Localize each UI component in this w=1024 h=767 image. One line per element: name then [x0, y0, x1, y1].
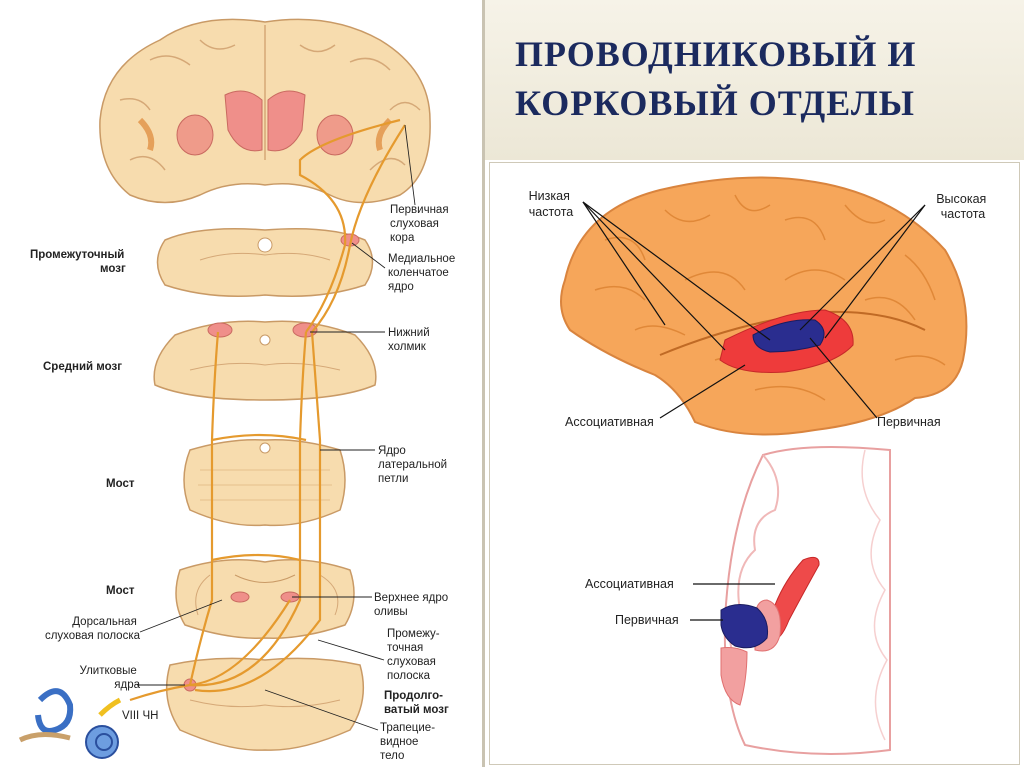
midbrain-slice: [153, 320, 377, 401]
auditory-pathway-panel: Промежуточный мозг Средний мозг Мост Мос…: [0, 0, 482, 767]
level-pons-lower-label: Мост: [106, 585, 135, 597]
title-box: ПРОВОДНИКОВЫЙ И КОРКОВЫЙ ОТДЕЛЫ: [485, 0, 1024, 160]
lateral-brain: [560, 176, 968, 436]
intermediate-stria-label: Промежу- точная слуховая полоска: [387, 628, 443, 682]
upper-pons-slice: [183, 438, 346, 527]
lower-pons-slice: [175, 559, 355, 639]
medulla-slice: [165, 657, 365, 751]
mgn-label: Медиальное коленчатое ядро: [388, 253, 458, 293]
superior-olive-label: Верхнее ядро оливы: [374, 592, 451, 618]
slide-title-line-2: КОРКОВЫЙ ОТДЕЛЫ: [515, 83, 915, 123]
level-diencephalon-label-2: мозг: [100, 263, 126, 275]
lateral-lemniscus-label: Ядро латеральной петли: [378, 445, 450, 485]
panel-divider: [482, 0, 485, 767]
cortex-pointer-lines: [582, 201, 926, 419]
level-midbrain-label: Средний мозг: [43, 361, 122, 373]
primary-area-label-2: Первичная: [615, 613, 679, 627]
associative-area-label-2: Ассоциативная: [585, 577, 674, 591]
primary-area-label: Первичная: [877, 415, 941, 429]
level-medulla-label-2: ватый мозг: [384, 704, 449, 716]
high-frequency-label: Высокая частота: [936, 192, 990, 221]
coronal-pointer-lines: [690, 583, 775, 621]
cortex-panel-frame: [489, 162, 1020, 765]
slide-title-line-1: ПРОВОДНИКОВЫЙ И: [515, 34, 917, 74]
associative-area-label: Ассоциативная: [565, 415, 654, 429]
low-frequency-label: Низкая частота: [529, 189, 574, 219]
primary-cortex-label: Первичная слуховая кора: [390, 204, 452, 244]
dorsal-stria-label: Дорсальная слуховая полоска: [45, 616, 141, 642]
trapezoid-body-label: Трапецие- видное тело: [380, 722, 438, 762]
cortex-panel: Низкая частота Высокая частота Ассоциати…: [485, 160, 1024, 767]
cochlear-nuclei-label: Улитковые ядра: [80, 665, 141, 691]
auditory-pathways: [129, 118, 406, 702]
nerve-viii-label: VIII ЧН: [122, 710, 158, 722]
cortex-diagram: Низкая частота Высокая частота Ассоциати…: [529, 176, 990, 755]
coronal-hemisphere-section: [720, 445, 891, 755]
auditory-pathway-diagram: Промежуточный мозг Средний мозг Мост Мос…: [18, 18, 458, 762]
level-pons-upper-label: Мост: [106, 478, 135, 490]
inner-ear-cochlea: [18, 688, 122, 759]
slide-title: ПРОВОДНИКОВЫЙ И КОРКОВЫЙ ОТДЕЛЫ: [515, 30, 1005, 128]
coronal-brain-section: [99, 18, 431, 204]
level-medulla-label-1: Продолго-: [384, 690, 443, 702]
inferior-colliculus-label: Нижний холмик: [388, 327, 433, 353]
leader-lines: [137, 124, 416, 731]
level-diencephalon-label-1: Промежуточный: [30, 249, 124, 261]
